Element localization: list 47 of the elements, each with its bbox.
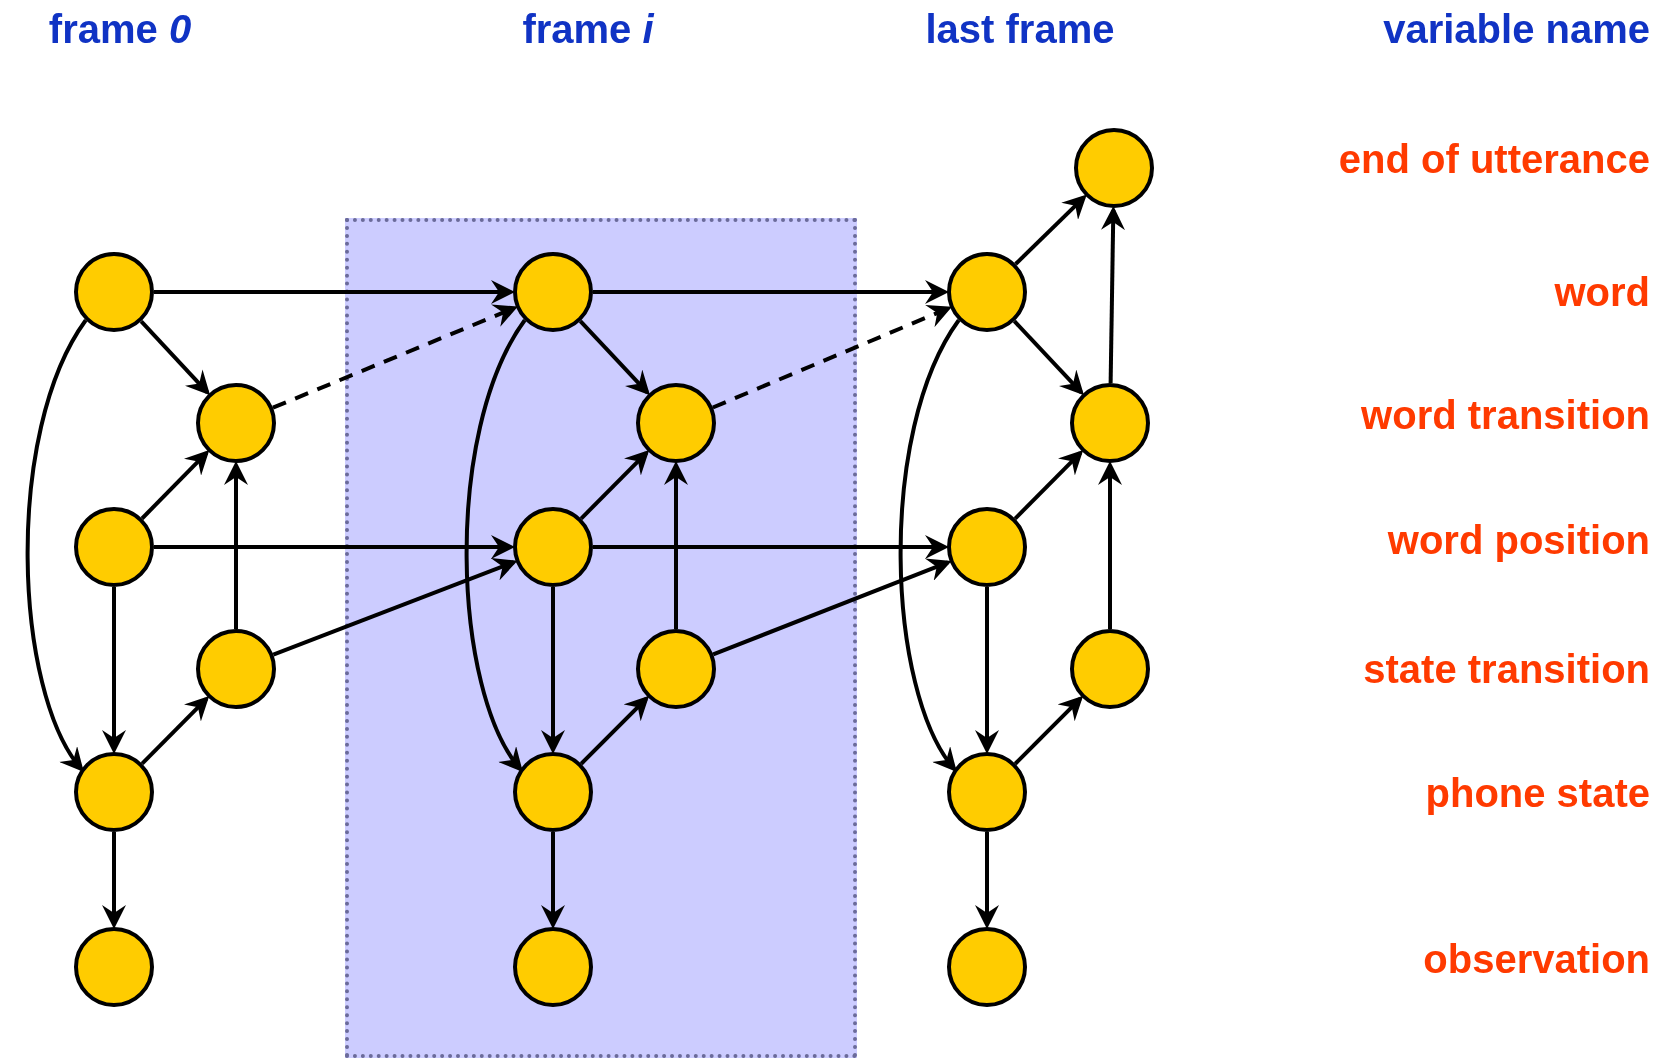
arrow [272, 304, 518, 410]
arrow [1101, 206, 1126, 384]
arrow [272, 558, 518, 657]
arrow [1013, 695, 1084, 766]
arrow [139, 319, 211, 396]
node-circle [947, 752, 1027, 832]
arrow [712, 558, 952, 657]
arrow [975, 832, 999, 929]
arrow [25, 319, 88, 773]
node-circle [947, 252, 1027, 332]
arrow [140, 696, 210, 765]
node-circle [74, 752, 154, 832]
node-circle [1070, 383, 1150, 463]
arrow [224, 461, 248, 629]
arrow [154, 280, 515, 304]
node-circle [196, 383, 276, 463]
variable-label: state transition [1363, 649, 1650, 689]
variable-label: word position [1387, 520, 1650, 560]
arrow [1013, 450, 1084, 520]
variable-label: word [1554, 272, 1650, 312]
column-heading: frame 0 [48, 9, 192, 49]
column-heading: variable name [1383, 9, 1650, 49]
variable-label: word transition [1361, 395, 1650, 435]
variable-label: observation [1423, 939, 1650, 979]
arrow [593, 280, 949, 304]
arrow [541, 587, 565, 754]
arrow [578, 319, 650, 396]
arrow [712, 305, 952, 410]
arrow [898, 319, 961, 773]
arrow [579, 695, 650, 766]
column-heading: last frame [925, 9, 1115, 49]
arrow [1014, 194, 1087, 266]
arrow [593, 535, 949, 559]
variable-label: phone state [1425, 773, 1650, 813]
arrow [1012, 319, 1084, 396]
arrow [664, 461, 688, 629]
column-heading: frame i [522, 9, 654, 49]
arrow [579, 450, 650, 520]
variable-label: end of utterance [1338, 139, 1650, 179]
arrow [975, 587, 999, 754]
arrow [140, 450, 210, 520]
arrow [102, 832, 126, 929]
arrow [102, 587, 126, 754]
arrow [154, 535, 515, 559]
arrow [541, 832, 565, 929]
arrow [1098, 461, 1122, 629]
arrow [464, 319, 527, 773]
